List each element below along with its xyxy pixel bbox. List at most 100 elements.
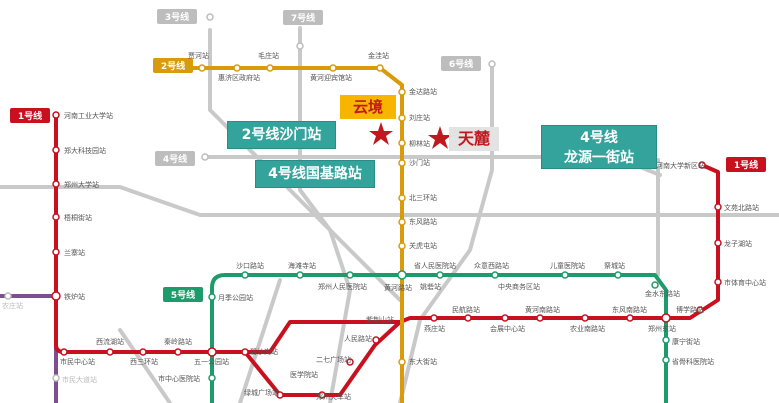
station-label-faded[interactable]: 市民大道站 (62, 375, 97, 384)
station-dot[interactable] (662, 356, 670, 364)
station-dot[interactable] (51, 291, 61, 301)
station-label[interactable]: 惠济区政府站 (218, 73, 260, 82)
station-label[interactable]: 儿童医院站 (550, 261, 585, 270)
line5-badge[interactable] (163, 287, 203, 302)
station-dot[interactable] (614, 271, 622, 279)
station-dot[interactable] (198, 64, 206, 72)
station-dot[interactable] (661, 313, 671, 323)
station-dot[interactable] (346, 271, 354, 279)
station-label[interactable]: 东风南路站 (612, 305, 647, 314)
station-dot[interactable] (276, 391, 284, 399)
station-dot[interactable] (241, 348, 249, 356)
station-label[interactable]: 众意西路站 (474, 261, 509, 270)
station-label[interactable]: 会展中心站 (490, 324, 525, 333)
station-dot[interactable] (714, 203, 722, 211)
line4-badge[interactable] (155, 151, 195, 166)
line1-badge-left[interactable] (10, 108, 50, 123)
station-dot[interactable] (52, 111, 60, 119)
station-label[interactable]: 市体育中心站 (724, 278, 766, 287)
station-dot[interactable] (139, 348, 147, 356)
line7-badge[interactable] (283, 10, 323, 25)
station-label-faded[interactable]: 农庄站 (2, 301, 23, 310)
station-label[interactable]: 民航路站 (452, 305, 480, 314)
station-dot[interactable] (398, 88, 406, 96)
station-label[interactable]: 人民路站 (344, 334, 372, 343)
station-label[interactable]: 郑州火车站 (316, 392, 351, 401)
station-label[interactable]: 北三环站 (409, 193, 437, 202)
station-label[interactable]: 梧桐街站 (64, 213, 92, 222)
station-dot[interactable] (208, 293, 216, 301)
station-label[interactable]: 龙子湖站 (724, 239, 752, 248)
station-label[interactable]: 郑州东站 (648, 324, 676, 333)
station-dot[interactable] (398, 242, 406, 250)
station-dot[interactable] (376, 64, 384, 72)
station-dot[interactable] (52, 180, 60, 188)
station-label[interactable]: 郑州大学站 (64, 180, 99, 189)
station-dot[interactable] (398, 159, 406, 167)
station-dot[interactable] (398, 114, 406, 122)
station-label[interactable]: 毛庄站 (258, 51, 279, 60)
station-dot[interactable] (52, 213, 60, 221)
station-dot[interactable] (626, 314, 634, 322)
station-label[interactable]: 祭城站 (604, 261, 625, 270)
station-label[interactable]: 绿城广场站 (244, 388, 279, 397)
station-label[interactable]: 柳林站 (409, 139, 430, 148)
station-dot[interactable] (208, 374, 216, 382)
station-dot[interactable] (501, 314, 509, 322)
line6-badge[interactable] (441, 56, 481, 71)
station-dot[interactable] (52, 248, 60, 256)
station-dot[interactable] (207, 347, 217, 357)
station-label[interactable]: 金达路站 (409, 87, 437, 96)
station-label[interactable]: 康宁街站 (672, 337, 700, 346)
station-label[interactable]: 沙门站 (409, 158, 430, 167)
station-dot[interactable] (266, 64, 274, 72)
project-label-tianlu[interactable]: 天麓 (449, 127, 499, 151)
station-label[interactable]: 西三环站 (130, 357, 158, 366)
station-label[interactable]: 贾河站 (188, 51, 209, 60)
station-label[interactable]: 市民中心站 (60, 357, 95, 366)
station-dot[interactable] (698, 161, 706, 169)
line2-badge[interactable] (153, 58, 193, 73)
station-dot[interactable] (536, 314, 544, 322)
station-label[interactable]: 河南大学新区站 (656, 161, 705, 170)
station-label[interactable]: 金水东路站 (645, 289, 680, 298)
station-label[interactable]: 农业南路站 (570, 324, 605, 333)
station-label[interactable]: 东大街站 (409, 357, 437, 366)
station-label[interactable]: 黄河南路站 (525, 305, 560, 314)
station-label[interactable]: 秦岭路站 (164, 337, 192, 346)
station-label[interactable]: 郑州人民医院站 (318, 282, 367, 291)
station-label[interactable]: 关虎屯站 (409, 241, 437, 250)
station-label[interactable]: 中央商务区站 (498, 282, 540, 291)
station-label[interactable]: 铁炉站 (64, 292, 85, 301)
station-dot[interactable] (651, 281, 659, 289)
yunjing-star-icon[interactable] (369, 122, 393, 145)
station-dot[interactable] (398, 358, 406, 366)
station-dot[interactable] (397, 270, 407, 280)
line3-badge[interactable] (157, 9, 197, 24)
station-dot[interactable] (52, 146, 60, 154)
station-label[interactable]: 碧沙岗站 (250, 347, 278, 356)
station-dot[interactable] (60, 348, 68, 356)
station-dot[interactable] (346, 358, 354, 366)
station-label[interactable]: 医学院站 (290, 370, 318, 379)
station-label[interactable]: 二七广场站 (316, 355, 351, 364)
station-label[interactable]: 西流湖站 (96, 337, 124, 346)
station-label[interactable]: 省骨科医院站 (672, 357, 714, 366)
station-dot[interactable] (696, 306, 704, 314)
station-label[interactable]: 河南工业大学站 (64, 111, 113, 120)
station-dot[interactable] (174, 348, 182, 356)
station-dot[interactable] (233, 64, 241, 72)
station-dot[interactable] (662, 336, 670, 344)
station-dot[interactable] (561, 271, 569, 279)
station-label[interactable]: 金洼站 (368, 51, 389, 60)
station-label[interactable]: 海滩寺站 (288, 261, 316, 270)
station-dot[interactable] (398, 139, 406, 147)
station-dot[interactable] (296, 271, 304, 279)
station-label[interactable]: 黄河路站 (384, 283, 412, 292)
tianlu-star-icon[interactable] (428, 126, 452, 149)
station-label[interactable]: 五一公园站 (194, 357, 229, 366)
station-label[interactable]: 燕庄站 (424, 324, 445, 333)
station-dot[interactable] (329, 64, 337, 72)
station-dot[interactable] (436, 271, 444, 279)
station-label[interactable]: 市中心医院站 (158, 374, 200, 383)
